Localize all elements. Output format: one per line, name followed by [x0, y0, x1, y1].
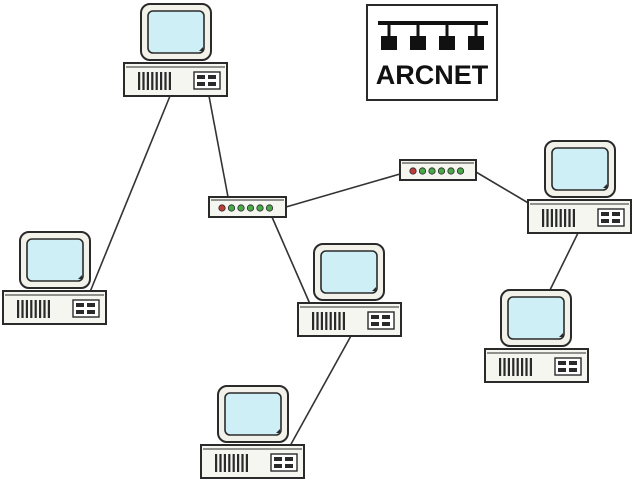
- pc-right-top-computer: [527, 140, 632, 234]
- bus-topology-icon: [378, 21, 488, 50]
- cable-hub-left-to-hub-right: [285, 173, 401, 208]
- pc-left-computer: [2, 231, 107, 325]
- system-unit-icon: [123, 62, 228, 97]
- hub-left-hub-icon: [208, 196, 287, 218]
- monitor-icon: [19, 231, 91, 289]
- cable-pc-center-to-pc-bottom: [289, 333, 353, 447]
- monitor-icon: [500, 289, 572, 347]
- system-unit-icon: [484, 348, 589, 383]
- cable-hub-left-to-pc-center: [271, 216, 311, 305]
- pc-top-computer: [123, 3, 228, 97]
- logo-label: ARCNET: [376, 60, 489, 90]
- system-unit-icon: [200, 444, 305, 479]
- pc-center-computer: [297, 243, 402, 337]
- hub-right-hub-icon: [399, 159, 477, 181]
- cable-pc-right-top-to-pc-right-bottom: [549, 232, 579, 291]
- cable-pc-top-to-hub-left: [208, 95, 229, 198]
- pc-bottom-computer: [200, 385, 305, 479]
- monitor-icon: [140, 3, 212, 61]
- pc-right-bottom-computer: [484, 289, 589, 383]
- monitor-icon: [544, 140, 616, 198]
- monitor-icon: [217, 385, 289, 443]
- system-unit-icon: [297, 302, 402, 337]
- devices-layer: [2, 3, 632, 479]
- monitor-icon: [313, 243, 385, 301]
- system-unit-icon: [2, 290, 107, 325]
- cables-layer: [89, 95, 579, 447]
- arcnet-logo: ARCNET: [366, 4, 498, 101]
- system-unit-icon: [527, 199, 632, 234]
- cable-pc-top-to-pc-left: [89, 95, 171, 293]
- cable-hub-right-to-pc-right-top: [475, 171, 531, 205]
